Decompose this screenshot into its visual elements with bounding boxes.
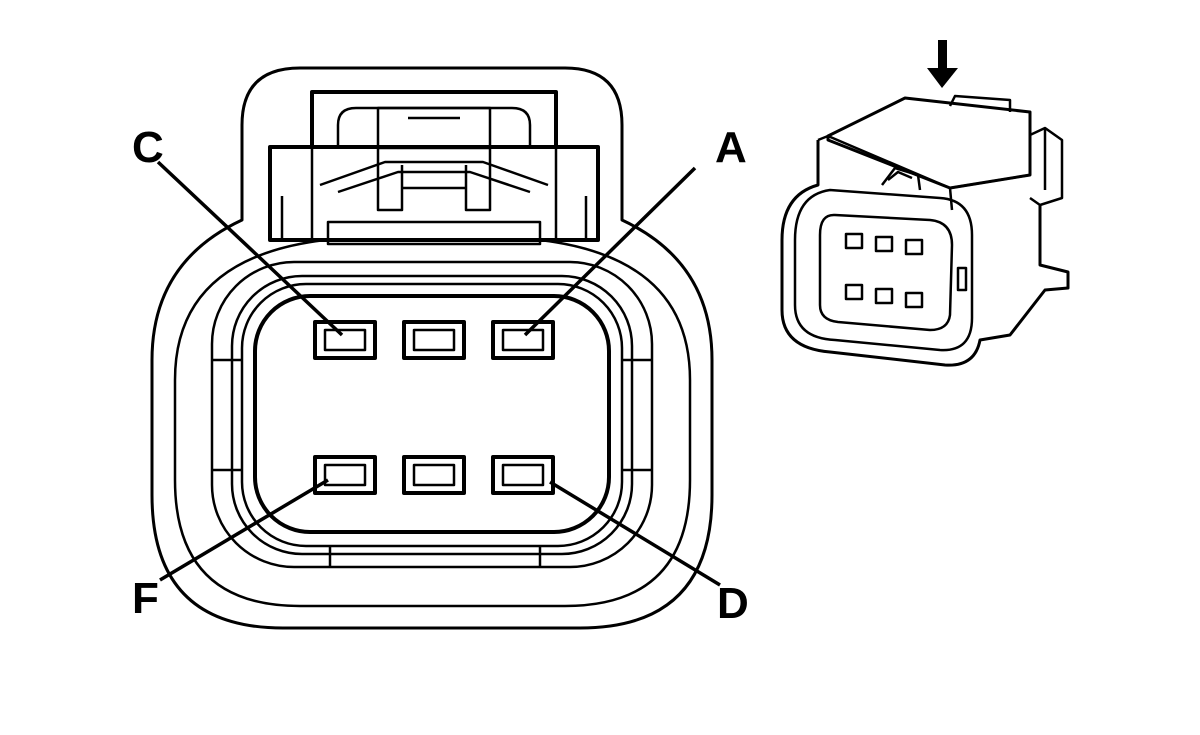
leader-line-a — [523, 166, 697, 337]
iso-front-face-outer — [793, 188, 974, 352]
leader-line-f — [159, 478, 329, 582]
iso-top-housing — [826, 96, 1032, 190]
latch-tab — [336, 106, 532, 145]
iso-pin — [844, 232, 864, 250]
terminal-pin-e — [402, 455, 466, 495]
latch-base — [268, 145, 600, 242]
iso-pin — [904, 291, 924, 309]
connector-outer-body — [150, 66, 714, 630]
iso-latch-tab-top — [948, 94, 1012, 112]
latch-ramp — [337, 170, 531, 194]
iso-pin — [844, 283, 864, 301]
connector-front-view: C A F D — [132, 66, 749, 630]
iso-side-slot — [956, 266, 968, 292]
label-pin-c: C — [132, 123, 164, 172]
seal-ring-middle — [230, 274, 634, 556]
seal-ring-outer — [210, 260, 654, 569]
iso-terminal-pins — [844, 232, 924, 309]
iso-top-edge — [949, 173, 1031, 190]
latch-button — [376, 106, 492, 150]
label-pin-f: F — [132, 574, 159, 623]
iso-latch-window-inner — [887, 170, 913, 181]
locking-latch — [268, 90, 600, 246]
leader-line-d — [549, 480, 721, 587]
seal-ring-inner — [240, 282, 624, 548]
label-pin-a: A — [715, 123, 747, 172]
terminal-pin-f — [313, 455, 377, 495]
latch-post — [464, 148, 492, 212]
iso-main-body — [780, 140, 1070, 367]
iso-side-tab — [1029, 126, 1064, 207]
latch-post — [376, 148, 404, 212]
iso-front-face-inner — [818, 213, 954, 332]
terminal-pin-c — [313, 320, 377, 360]
label-pin-d: D — [717, 579, 749, 628]
terminal-pins — [313, 320, 555, 495]
connector-body-inner-outline — [173, 238, 692, 608]
iso-top-front-face — [817, 134, 954, 211]
down-arrow-icon — [927, 40, 958, 88]
terminal-cavity — [253, 294, 611, 534]
iso-pin — [904, 238, 924, 256]
terminal-pin-b — [402, 320, 466, 360]
iso-pin — [874, 235, 894, 253]
terminal-pin-d — [491, 455, 555, 495]
iso-pin — [874, 287, 894, 305]
latch-ramp — [319, 160, 549, 187]
latch-frame — [310, 90, 558, 149]
leader-line-c — [156, 160, 344, 337]
iso-latch-window — [881, 166, 922, 191]
terminal-pin-a — [491, 320, 555, 360]
connector-isometric-view — [780, 40, 1070, 367]
latch-neck — [326, 220, 542, 246]
